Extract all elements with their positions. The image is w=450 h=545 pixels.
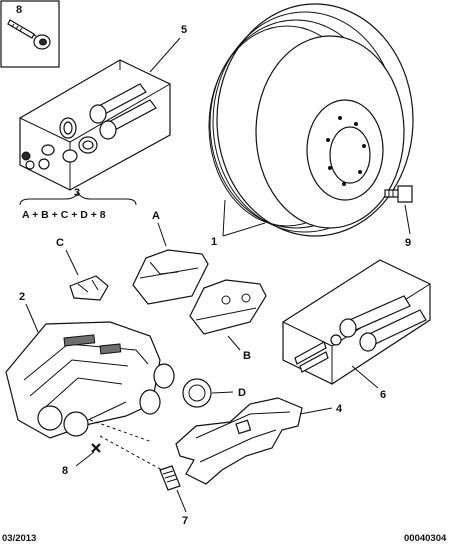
callout-B: B [243,350,251,362]
callout-8-bottom: 8 [62,465,68,477]
callout-4: 4 [336,403,343,415]
guide-bolt-7: 7 [159,465,188,527]
callout-C: C [56,237,64,249]
bolt-8-inset-icon [7,19,51,50]
callout-A: A [152,210,160,222]
formula-text: A + B + C + D + 8 [22,209,106,221]
brake-pads-inner: A [132,210,209,305]
callout-9: 9 [405,237,411,249]
anti-rattle-clip: C [56,237,109,301]
callout-2: 2 [19,291,25,303]
caliper-bracket: 4 [175,397,343,485]
bolt-kit-box: 6 [282,259,431,401]
kit-formula: 3 A + B + C + D + 8 [19,187,137,221]
footer-reference: 00040304 [404,533,447,544]
callout-8-top: 8 [16,4,22,16]
footer-date: 03/2013 [2,533,36,544]
guide-bolts-icon [89,83,157,140]
bolt-8-marker: 8 [62,443,101,477]
brake-caliper: 2 [5,291,175,471]
callout-6: 6 [380,389,386,401]
brake-disc: 1 [208,3,414,248]
wheel-stud-9: 9 [384,185,413,249]
brake-pads-outer: B [189,279,267,362]
caliper-piston: D [182,378,246,408]
bolt-inset-box: 8 [0,0,60,68]
callout-3: 3 [74,187,80,199]
callout-D: D [238,387,246,399]
callout-5: 5 [181,24,187,36]
seal-kit-box: 5 [19,24,187,191]
callout-7: 7 [182,515,188,527]
callout-1: 1 [211,236,217,248]
dust-seals-icon [21,117,98,170]
